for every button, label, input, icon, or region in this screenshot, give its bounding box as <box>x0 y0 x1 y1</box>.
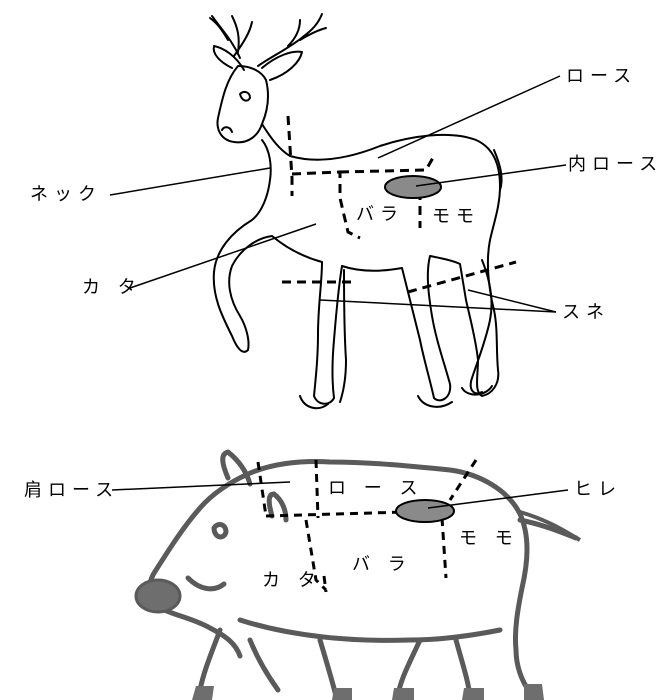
label-deer-belly: バラ <box>356 206 404 224</box>
label-boar-shoulder-loin: 肩ロース <box>24 482 119 500</box>
deer-body-outline <box>214 124 500 404</box>
label-boar-loin: ロ ー ス <box>328 480 423 498</box>
boar-fillet-oval <box>396 500 454 522</box>
deer-leader-lines <box>110 76 566 312</box>
label-deer-shank: スネ <box>562 304 610 322</box>
boar-hooves <box>192 684 544 700</box>
label-deer-tenderloin: 内ロース <box>568 156 663 174</box>
label-boar-thigh: モ モ <box>459 530 519 548</box>
deer-tenderloin-oval <box>385 176 441 198</box>
deer-leg-far-front <box>340 270 346 402</box>
label-boar-belly: バ ラ <box>352 556 412 574</box>
deer-hooves <box>300 386 492 408</box>
deer-antler-left <box>210 16 252 58</box>
deer-eye <box>240 92 250 101</box>
boar-mouth <box>188 578 224 589</box>
deer-leg-far-back <box>471 260 492 393</box>
label-deer-thigh: モモ <box>432 208 480 226</box>
deer-nose <box>222 127 232 132</box>
label-boar-shoulder: カ タ <box>262 572 322 590</box>
deer-ear-right <box>262 52 302 80</box>
label-deer-neck: ネック <box>30 186 102 204</box>
boar-belly <box>240 620 500 640</box>
deer-head <box>218 66 269 142</box>
label-boar-fillet: ヒレ <box>574 481 622 499</box>
label-deer-shoulder: カ タ <box>82 279 142 297</box>
label-deer-loin: ロース <box>566 68 637 86</box>
boar-front-leg <box>200 630 336 696</box>
boar-snout <box>136 580 180 612</box>
deer-antler-right <box>258 14 326 66</box>
boar-eye <box>214 525 226 537</box>
